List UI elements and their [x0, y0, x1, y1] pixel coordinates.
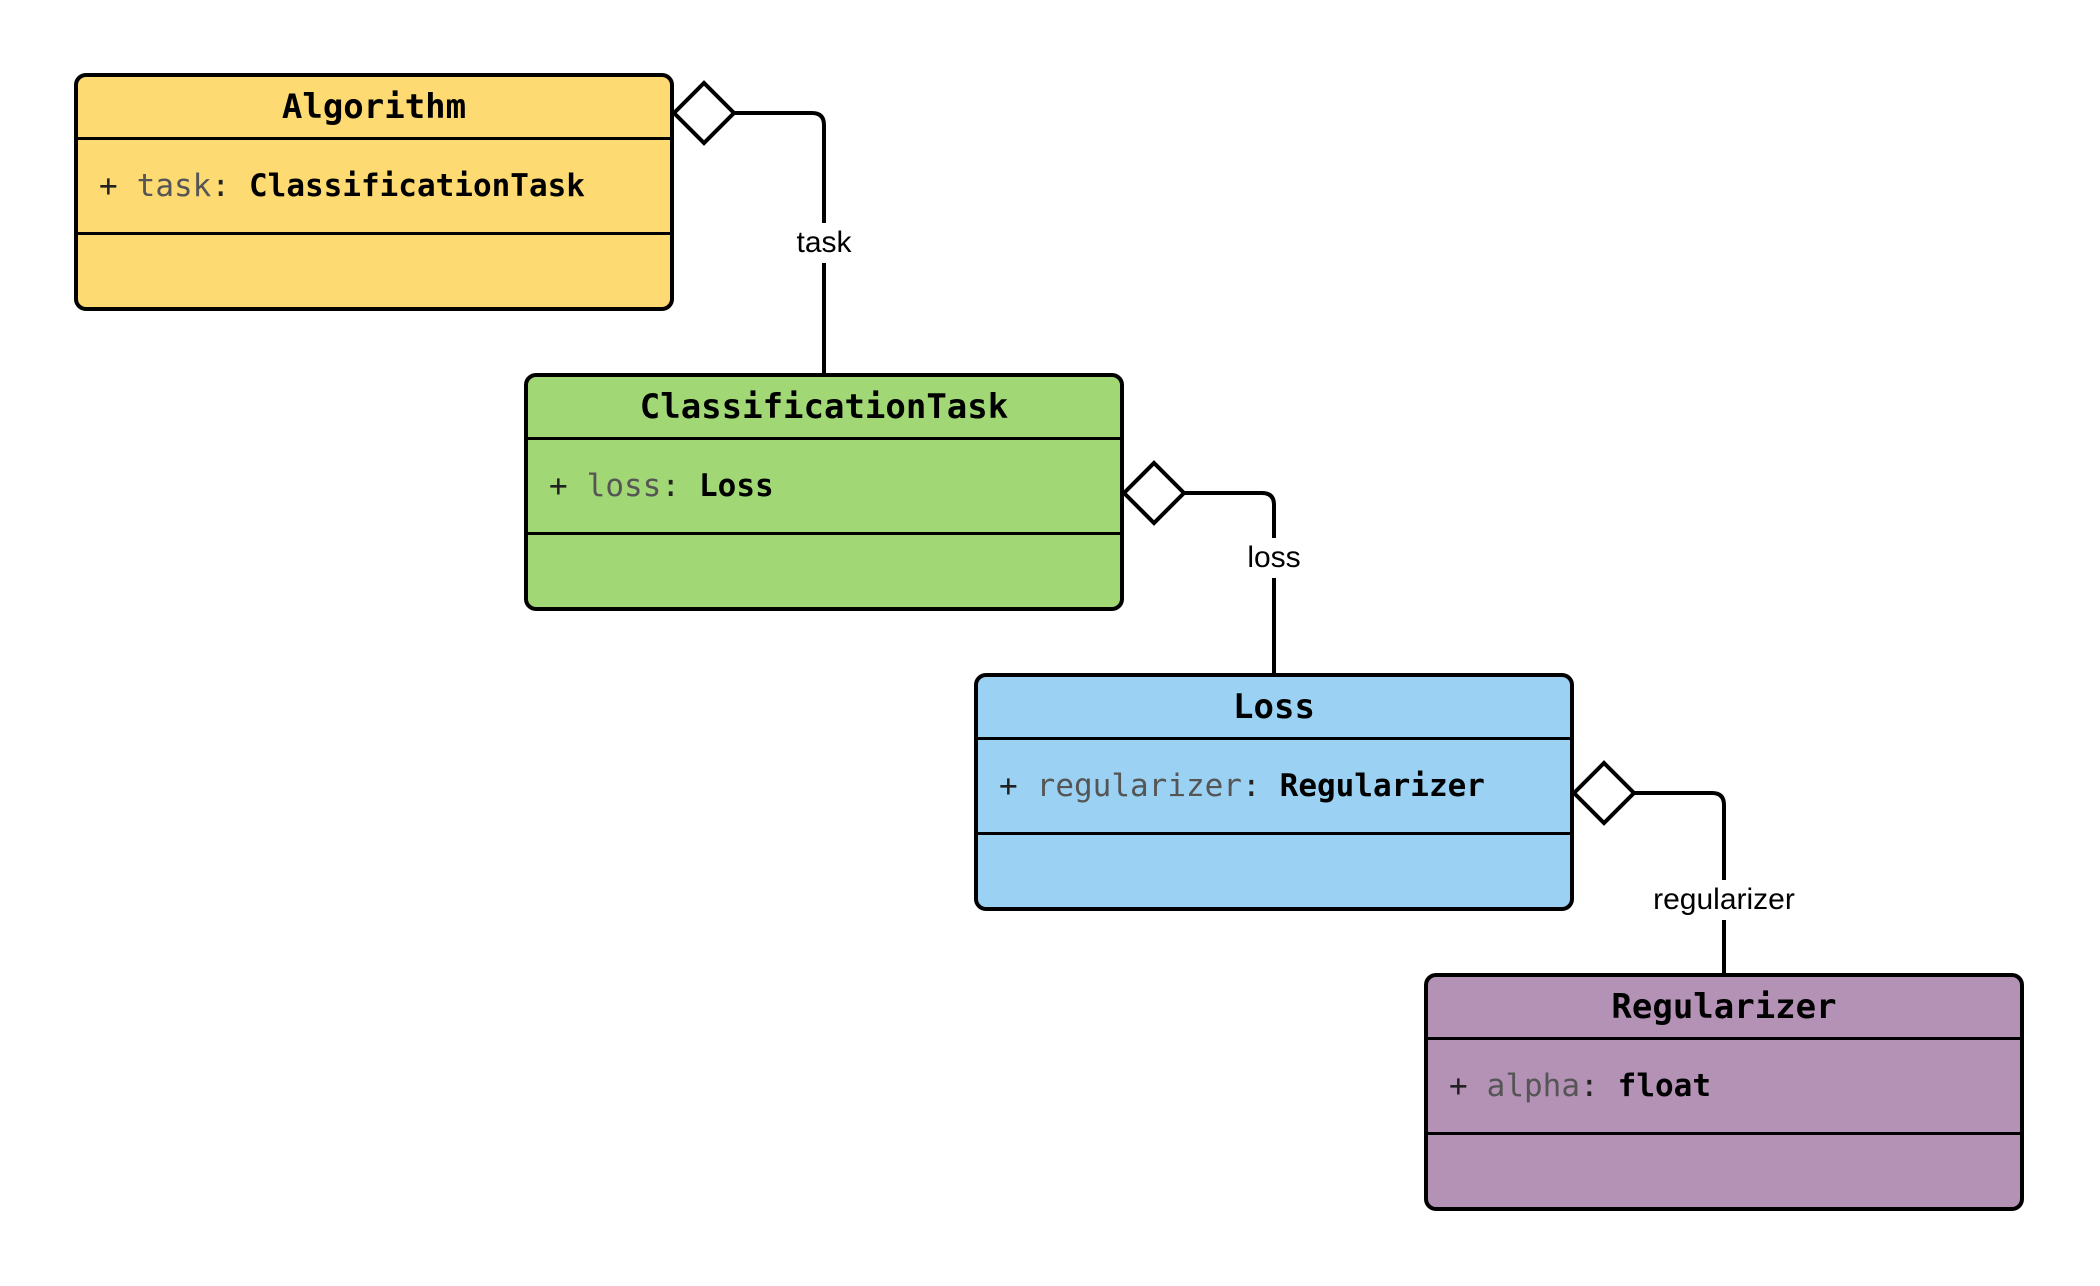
- attribute-visibility: +: [1449, 1068, 1468, 1104]
- attribute-visibility: +: [999, 768, 1018, 804]
- class-methods-empty: [528, 535, 1120, 607]
- class-title: Loss: [1233, 687, 1315, 727]
- relation-line-loss: [1184, 491, 1276, 676]
- attribute-visibility: +: [99, 168, 118, 204]
- edge-label-task: task: [788, 223, 860, 263]
- class-header: Loss: [978, 677, 1570, 740]
- edge-label-regularizer: regularizer: [1645, 880, 1803, 920]
- relation-line-task: [734, 111, 826, 376]
- class-attributes: + loss : Loss: [528, 440, 1120, 535]
- class-box-algorithm: Algorithm + task : ClassificationTask: [74, 73, 674, 311]
- class-methods-empty: [78, 235, 670, 307]
- class-box-classificationtask: ClassificationTask + loss : Loss: [524, 373, 1124, 611]
- class-title: ClassificationTask: [639, 387, 1009, 427]
- class-box-regularizer: Regularizer + alpha : float: [1424, 973, 2024, 1211]
- class-methods-empty: [1428, 1135, 2020, 1207]
- class-header: Algorithm: [78, 77, 670, 140]
- attribute-type: float: [1617, 1068, 1711, 1104]
- aggregation-diamond-loss: [1571, 760, 1637, 826]
- attribute-name: loss: [586, 468, 662, 504]
- class-attributes: + task : ClassificationTask: [78, 140, 670, 235]
- class-title: Regularizer: [1611, 987, 1837, 1027]
- relation-line-regularizer: [1634, 791, 1726, 976]
- attribute-colon: :: [1580, 1068, 1599, 1104]
- class-box-loss: Loss + regularizer : Regularizer: [974, 673, 1574, 911]
- attribute-colon: :: [1241, 768, 1261, 804]
- attribute-name: task: [136, 168, 212, 204]
- attribute-type: ClassificationTask: [249, 168, 585, 204]
- class-methods-empty: [978, 835, 1570, 907]
- class-attributes: + regularizer : Regularizer: [978, 740, 1570, 835]
- attribute-visibility: +: [549, 468, 568, 504]
- class-title: Algorithm: [281, 87, 467, 127]
- aggregation-diamond-algorithm: [671, 80, 737, 146]
- edge-label-loss: loss: [1239, 538, 1309, 578]
- attribute-colon: :: [661, 468, 680, 504]
- aggregation-diamond-classificationtask: [1121, 460, 1187, 526]
- class-attributes: + alpha : float: [1428, 1040, 2020, 1135]
- attribute-type: Loss: [699, 468, 774, 504]
- class-header: Regularizer: [1428, 977, 2020, 1040]
- class-header: ClassificationTask: [528, 377, 1120, 440]
- attribute-name: alpha: [1486, 1068, 1580, 1104]
- attribute-type: Regularizer: [1279, 768, 1485, 804]
- attribute-colon: :: [211, 168, 230, 204]
- attribute-name: regularizer: [1036, 768, 1242, 804]
